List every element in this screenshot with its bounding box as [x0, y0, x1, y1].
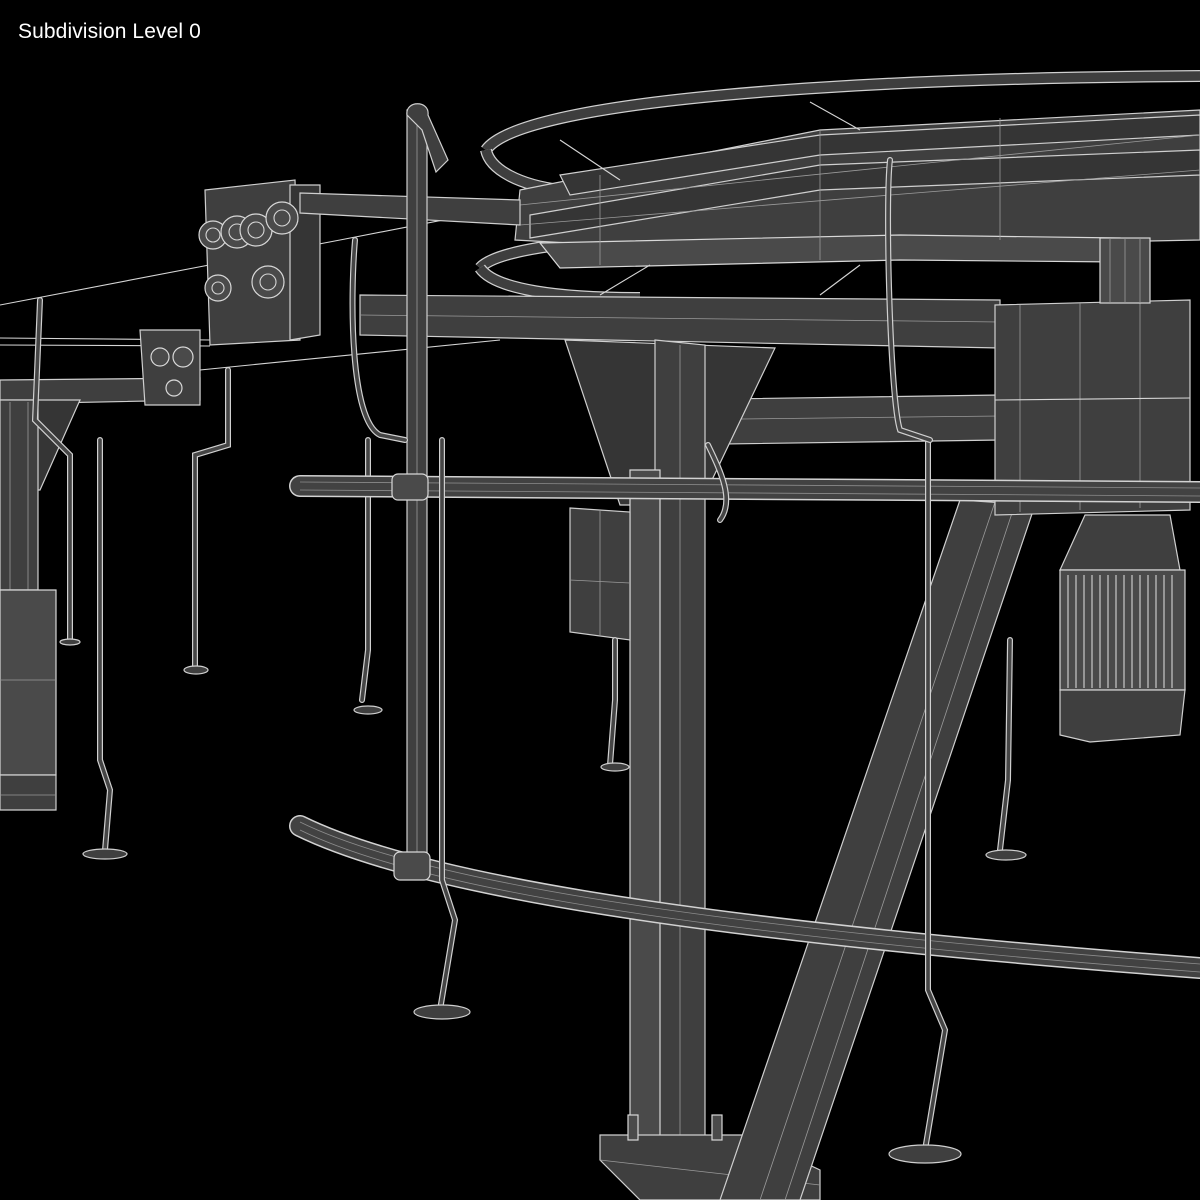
- diagonal-strut: [719, 499, 1036, 1200]
- central-column: [564, 339, 821, 1200]
- subdivision-level-label: Subdivision Level 0: [18, 20, 201, 43]
- control-box: [569, 507, 631, 641]
- lower-guide-rail: [289, 815, 1200, 979]
- motor-fins: [1067, 575, 1173, 688]
- drive-housing: [994, 237, 1191, 516]
- bullwheel: [475, 70, 1200, 304]
- electric-motor: [1059, 514, 1186, 743]
- upper-guide-rail: [289, 473, 1200, 503]
- left-tower: [0, 377, 201, 811]
- left-hangers: [31, 297, 383, 860]
- sheave-assembly: [139, 179, 321, 406]
- curved-cables: [349, 157, 933, 523]
- center-hangers: [413, 437, 1027, 1164]
